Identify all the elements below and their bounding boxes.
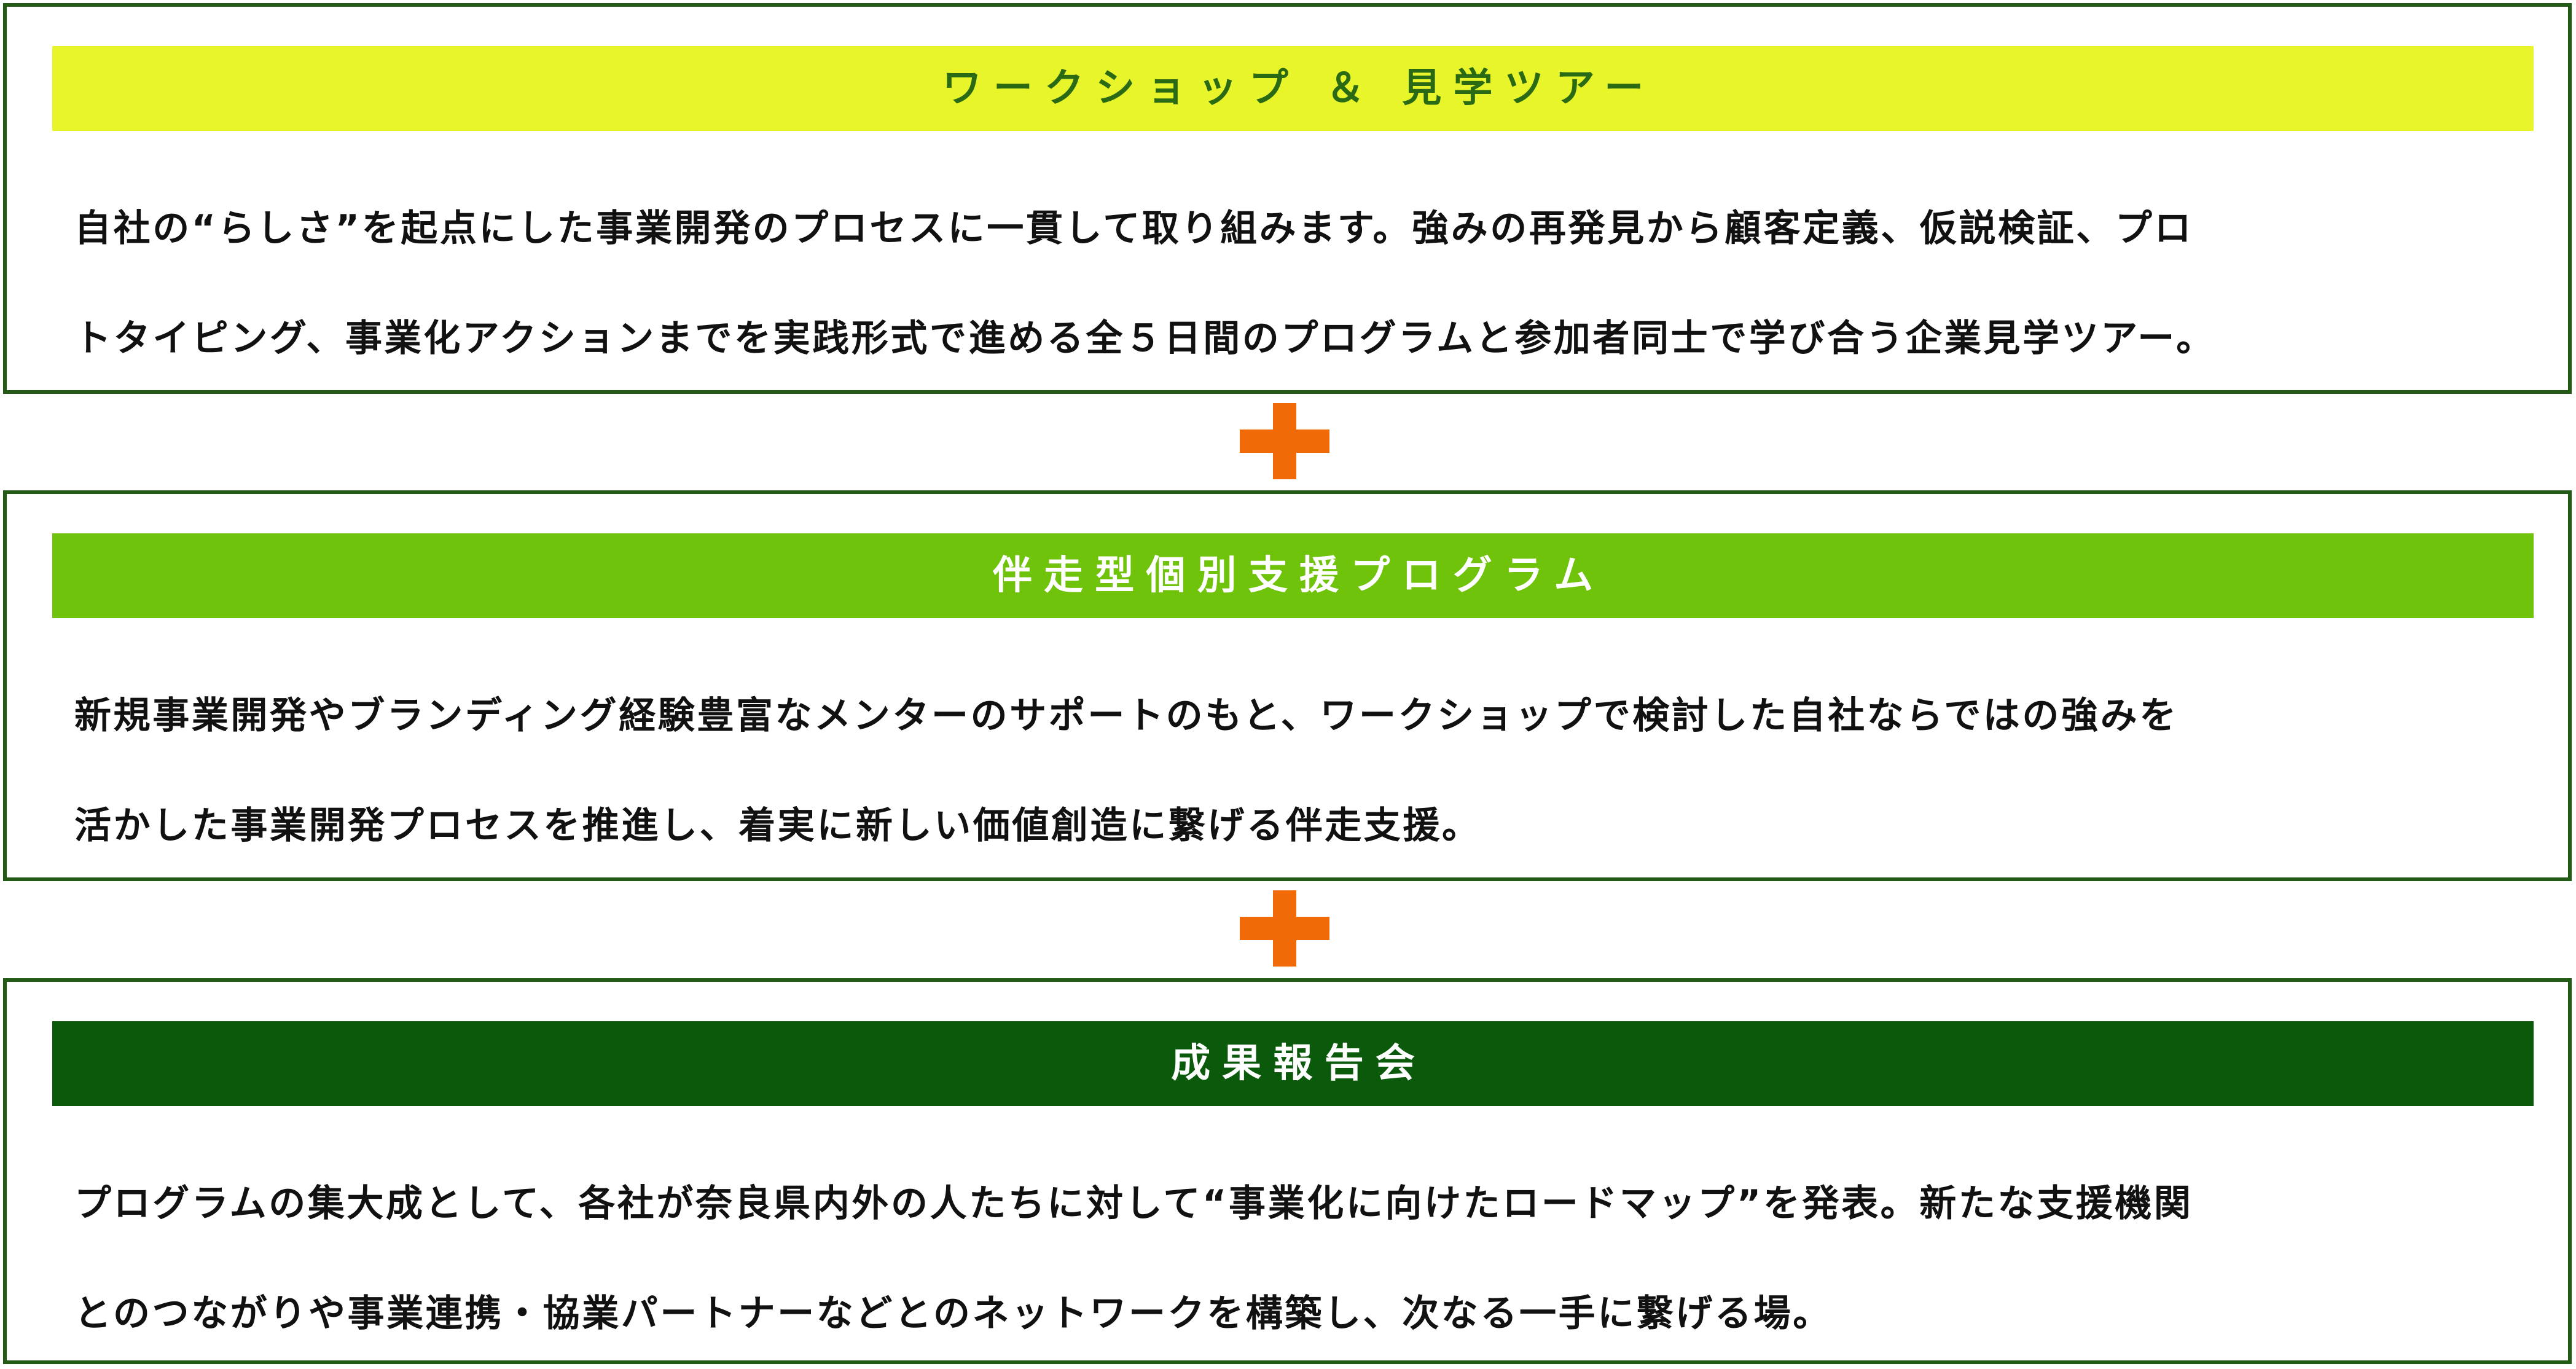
section-title-bar: ワークショップ ＆ 見学ツアー <box>52 46 2534 131</box>
section-title: ワークショップ ＆ 見学ツアー <box>942 66 1656 111</box>
section-title: 成果報告会 <box>1171 1041 1427 1086</box>
section-support-program: 伴走型個別支援プログラム 新規事業開発やブランディング経験豊富なメンターのサポー… <box>3 490 2572 881</box>
section-title-bar: 成果報告会 <box>52 1021 2534 1106</box>
description-line: 自社の“らしさ”を起点にした事業開発のプロセスに一貫して取り組みます。強みの再発… <box>74 207 2194 250</box>
plus-icon-vertical <box>1273 890 1296 967</box>
section-title-bar: 伴走型個別支援プログラム <box>52 533 2534 618</box>
section-results-report: 成果報告会 プログラムの集大成として、各社が奈良県内外の人たちに対して“事業化に… <box>3 978 2572 1364</box>
plus-icon-vertical <box>1273 403 1296 479</box>
description-line: トタイピング、事業化アクションまでを実践形式で進める全５日間のプログラムと参加者… <box>74 317 2215 360</box>
description-line: 活かした事業開発プロセスを推進し、着実に新しい価値創造に繋げる伴走支援。 <box>74 804 1481 847</box>
plus-icon <box>1240 403 1329 479</box>
section-description: プログラムの集大成として、各社が奈良県内外の人たちに対して“事業化に向けたロード… <box>74 1149 2513 1369</box>
description-line: とのつながりや事業連携・協業パートナーなどとのネットワークを構築し、次なる一手に… <box>74 1292 1832 1335</box>
section-workshop: ワークショップ ＆ 見学ツアー 自社の“らしさ”を起点にした事業開発のプロセスに… <box>3 3 2572 394</box>
section-title: 伴走型個別支援プログラム <box>992 553 1605 598</box>
section-description: 新規事業開発やブランディング経験豊富なメンターのサポートのもと、ワークショップで… <box>74 661 2513 881</box>
description-line: 新規事業開発やブランディング経験豊富なメンターのサポートのもと、ワークショップで… <box>74 694 2179 737</box>
section-description: 自社の“らしさ”を起点にした事業開発のプロセスに一貫して取り組みます。強みの再発… <box>74 174 2513 394</box>
description-line: プログラムの集大成として、各社が奈良県内外の人たちに対して“事業化に向けたロード… <box>74 1182 2193 1225</box>
plus-icon <box>1240 890 1329 967</box>
